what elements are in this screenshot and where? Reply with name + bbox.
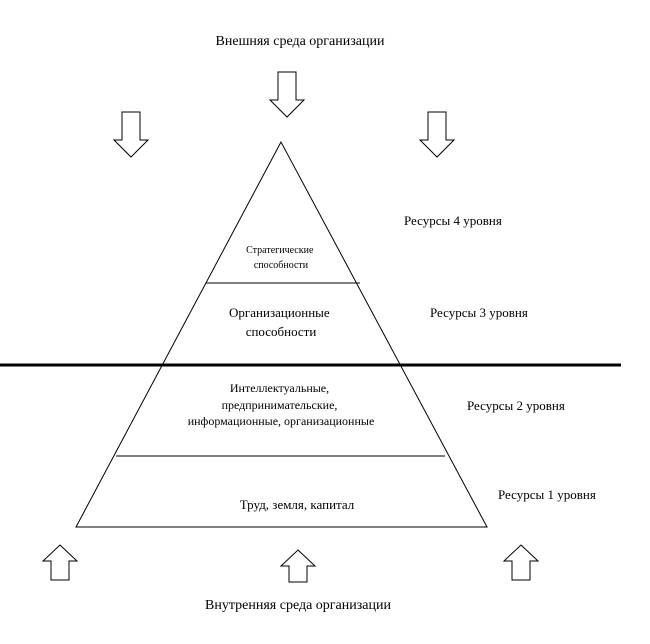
resources-level-2-label: Ресурсы 2 уровня: [467, 398, 565, 413]
strategic-capabilities-label: Стратегические способности: [246, 245, 316, 271]
resources-level-1-label: Ресурсы 1 уровня: [498, 487, 596, 502]
down-arrow-icon: [418, 111, 456, 158]
resources-level-3-label: Ресурсы 3 уровня: [430, 305, 528, 320]
up-arrow-icon: [279, 549, 317, 583]
basic-resources-label: Труд, земля, капитал: [240, 497, 355, 512]
up-arrow-icon: [41, 544, 79, 581]
down-arrow-icon: [112, 111, 150, 158]
down-arrow-icon: [268, 71, 306, 118]
up-arrow-icon: [502, 544, 540, 581]
external-environment-label: Внешняя среда организации: [216, 34, 385, 49]
pyramid-outline: [75, 140, 488, 528]
organizational-capabilities-label: Организационные способности: [229, 305, 333, 339]
resources-level-4-label: Ресурсы 4 уровня: [404, 213, 502, 228]
intellectual-resources-label: Интеллектуальные, предпринимательские, и…: [188, 381, 375, 428]
internal-environment-label: Внутренняя среда организации: [205, 598, 391, 613]
